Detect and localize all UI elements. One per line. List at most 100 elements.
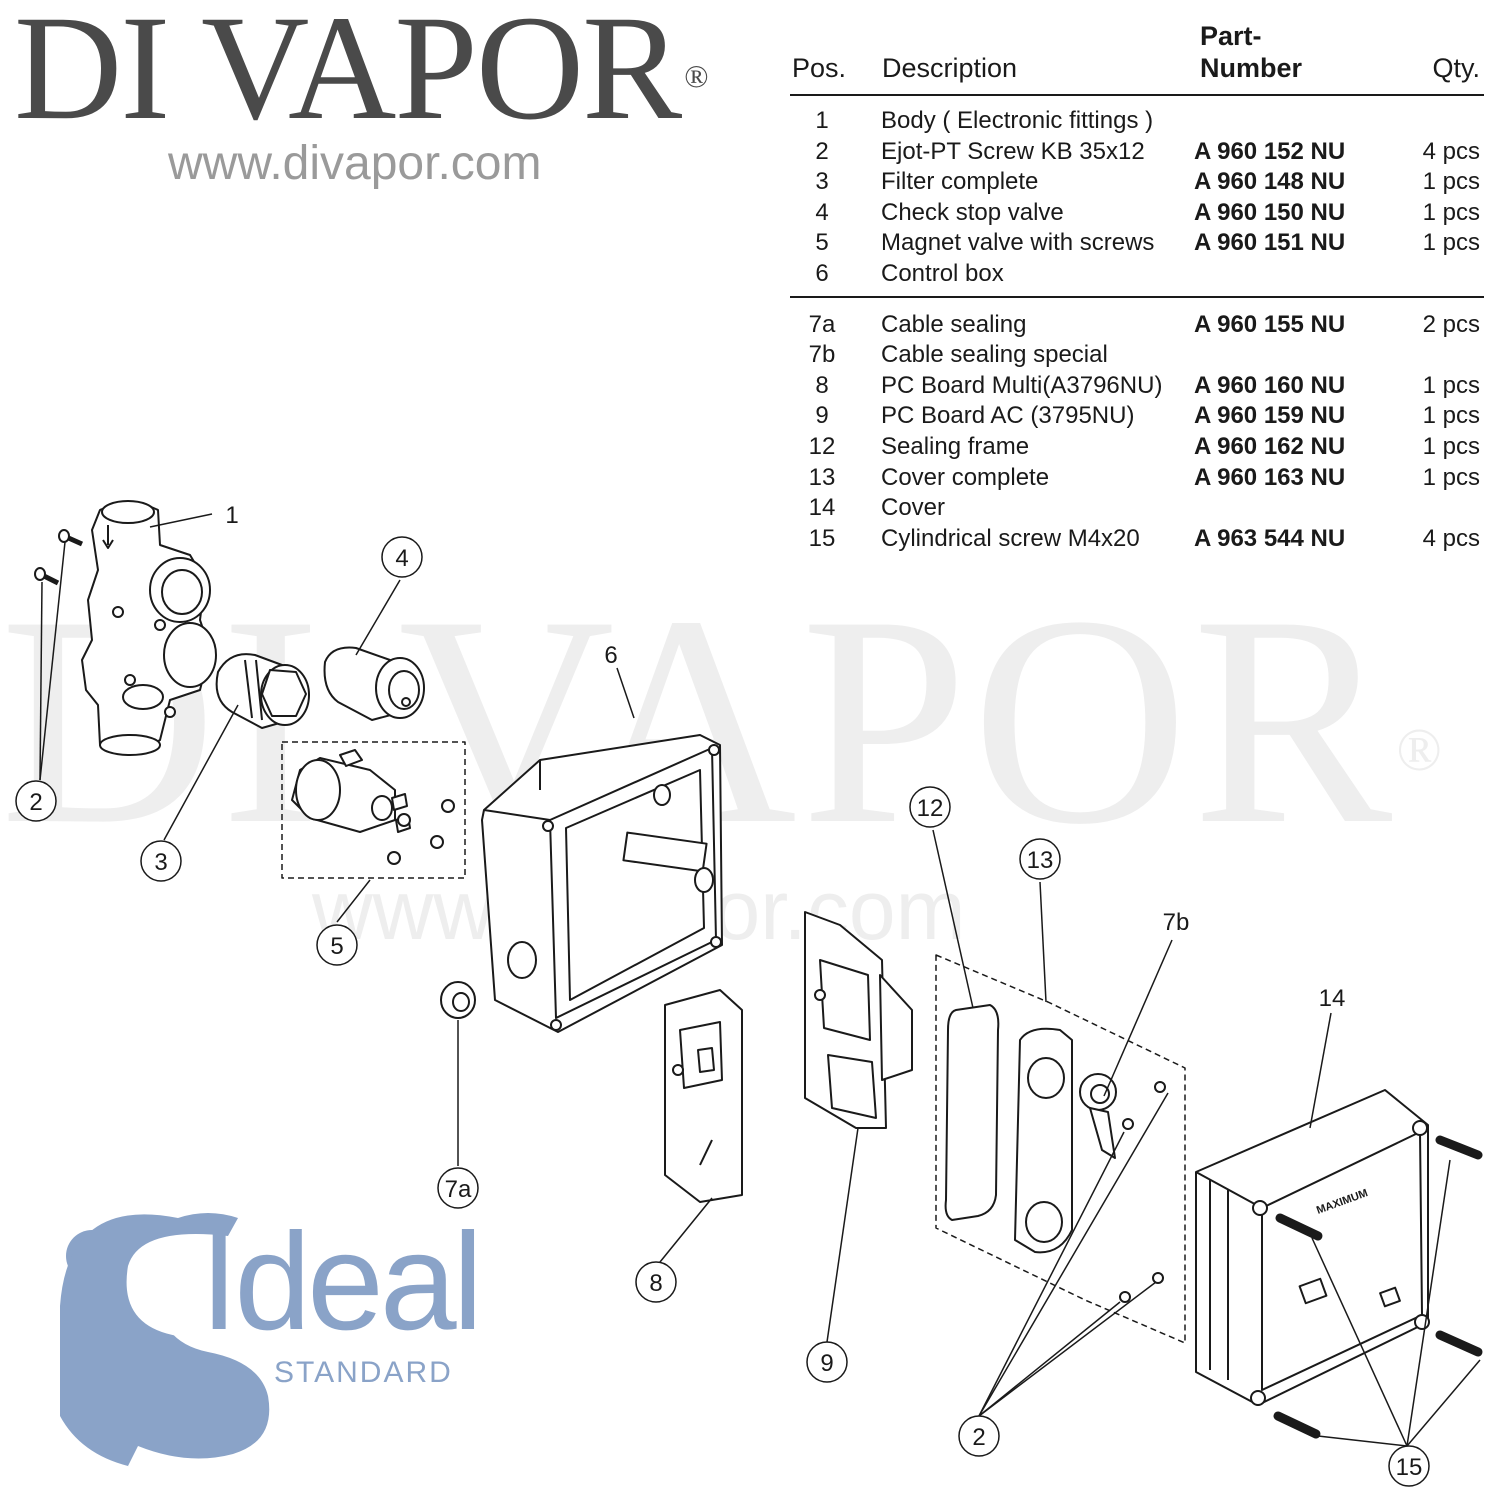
brand-name: DI VAPOR <box>14 0 682 151</box>
header-pos: Pos. <box>792 53 847 83</box>
cell-description: Cover <box>881 494 946 522</box>
cell-qty: 4 pcs <box>1422 524 1480 552</box>
table-row: 6 Control box <box>790 259 1484 290</box>
part-cover: MAXIMUM <box>1195 1089 1430 1406</box>
parts-table: Pos. Description Part- Number Qty. 1 Body… <box>790 8 1484 554</box>
callout-3: 3 <box>154 849 167 876</box>
cell-part-number: A 960 150 NU <box>1194 198 1346 226</box>
header-part-line1: Part- <box>1200 21 1262 51</box>
callout-7b: 7b <box>1163 909 1190 936</box>
callout-1: 1 <box>225 502 238 529</box>
header-part-number: Part- Number <box>1200 20 1302 84</box>
callout-9: 9 <box>820 1350 833 1377</box>
ideal-standard-logo <box>60 1213 300 1481</box>
part-magnet-valve <box>281 741 466 879</box>
cell-pos: 14 <box>808 494 836 522</box>
header-description: Description <box>882 53 1018 83</box>
cell-qty: 1 pcs <box>1422 371 1480 399</box>
table-row: 15 Cylindrical screw M4x20 A 963 544 NU 4 p… <box>790 524 1484 555</box>
part-control-box <box>481 734 723 1033</box>
part-screws-left <box>34 529 84 586</box>
ideal-wordmark: Ideal <box>200 1205 483 1359</box>
cell-pos: 15 <box>808 524 836 552</box>
part-filter <box>215 653 310 729</box>
cell-pos: 9 <box>815 402 829 430</box>
table-row: 13 Cover complete A 960 163 NU 1 pcs <box>790 463 1484 494</box>
table-row: 14 Cover <box>790 493 1484 524</box>
cell-pos: 13 <box>808 463 836 491</box>
parts-group-1: 1 Body ( Electronic fittings ) 2 Ejot-PT Sc… <box>790 96 1484 298</box>
callout-8: 8 <box>649 1270 662 1297</box>
cell-description: Sealing frame <box>881 432 1030 460</box>
ideal-standard-subtitle: STANDARD <box>274 1356 453 1389</box>
part-pcb-ac <box>804 911 913 1129</box>
callout-5: 5 <box>330 933 343 960</box>
callout-7a: 7a <box>445 1176 472 1203</box>
cell-part-number: A 960 162 NU <box>1194 432 1346 460</box>
part-body <box>81 500 217 756</box>
cell-description: Cylindrical screw M4x20 <box>881 524 1140 552</box>
cell-description: Control box <box>881 259 1004 287</box>
cell-pos: 7a <box>808 310 836 338</box>
cell-description: Check stop valve <box>881 198 1064 226</box>
brand-logo: DI VAPOR® <box>14 0 754 143</box>
cell-qty: 1 pcs <box>1422 229 1480 257</box>
callout-14: 14 <box>1319 985 1346 1012</box>
header-qty: Qty. <box>1432 53 1480 83</box>
table-row: 7b Cable sealing special <box>790 340 1484 371</box>
cell-part-number: A 960 163 NU <box>1194 463 1346 491</box>
cell-qty: 4 pcs <box>1422 137 1480 165</box>
cell-description: Cover complete <box>881 463 1050 491</box>
part-pcb-multi <box>664 989 743 1203</box>
part-sealing-frame <box>944 1004 1000 1221</box>
cell-qty: 2 pcs <box>1422 310 1480 338</box>
brand-registered: ® <box>684 58 708 94</box>
cell-description: Cable sealing <box>881 310 1027 338</box>
cell-qty: 1 pcs <box>1422 198 1480 226</box>
cell-pos: 5 <box>815 229 829 257</box>
cell-pos: 2 <box>815 137 829 165</box>
cell-pos: 3 <box>815 168 829 196</box>
cell-part-number: A 960 152 NU <box>1194 137 1346 165</box>
cell-pos: 12 <box>808 432 836 460</box>
leader-lines <box>39 513 1481 1447</box>
callout-2-bottom: 2 <box>972 1424 985 1451</box>
cell-pos: 4 <box>815 198 829 226</box>
callout-2-left: 2 <box>29 789 42 816</box>
cell-qty: 1 pcs <box>1422 168 1480 196</box>
callout-circles <box>15 536 1430 1487</box>
parts-table-header: Pos. Description Part- Number Qty. <box>790 8 1484 96</box>
cell-description: Magnet valve with screws <box>881 229 1155 257</box>
callout-15: 15 <box>1396 1454 1423 1481</box>
callout-6: 6 <box>604 642 617 669</box>
callout-13: 13 <box>1027 847 1054 874</box>
cell-part-number: A 963 544 NU <box>1194 524 1346 552</box>
part-cover-complete <box>935 954 1186 1344</box>
cell-pos: 6 <box>815 259 829 287</box>
table-row: 4 Check stop valve A 960 150 NU 1 pcs <box>790 198 1484 229</box>
cell-pos: 1 <box>815 107 829 134</box>
callout-12: 12 <box>917 795 944 822</box>
cell-qty: 1 pcs <box>1422 402 1480 430</box>
cell-part-number: A 960 148 NU <box>1194 168 1346 196</box>
table-row: 2 Ejot-PT Screw KB 35x12 A 960 152 NU 4 pcs <box>790 137 1484 168</box>
cell-part-number: A 960 159 NU <box>1194 402 1346 430</box>
cell-description: PC Board Multi(A3796NU) <box>881 371 1163 399</box>
cell-pos: 7b <box>808 341 836 369</box>
cell-description: Body ( Electronic fittings ) <box>881 107 1154 134</box>
ideal-swoosh-icon <box>60 1213 280 1472</box>
cell-description: Ejot-PT Screw KB 35x12 <box>881 137 1145 165</box>
cell-part-number: A 960 151 NU <box>1194 229 1346 257</box>
callout-4: 4 <box>395 545 408 572</box>
part-check-valve <box>323 646 425 721</box>
brand-url: www.divapor.com <box>168 137 542 190</box>
cell-qty: 1 pcs <box>1422 463 1480 491</box>
cell-pos: 8 <box>815 371 829 399</box>
ideal-swoosh-cut <box>128 1241 300 1481</box>
cell-description: Cable sealing special <box>881 341 1108 369</box>
